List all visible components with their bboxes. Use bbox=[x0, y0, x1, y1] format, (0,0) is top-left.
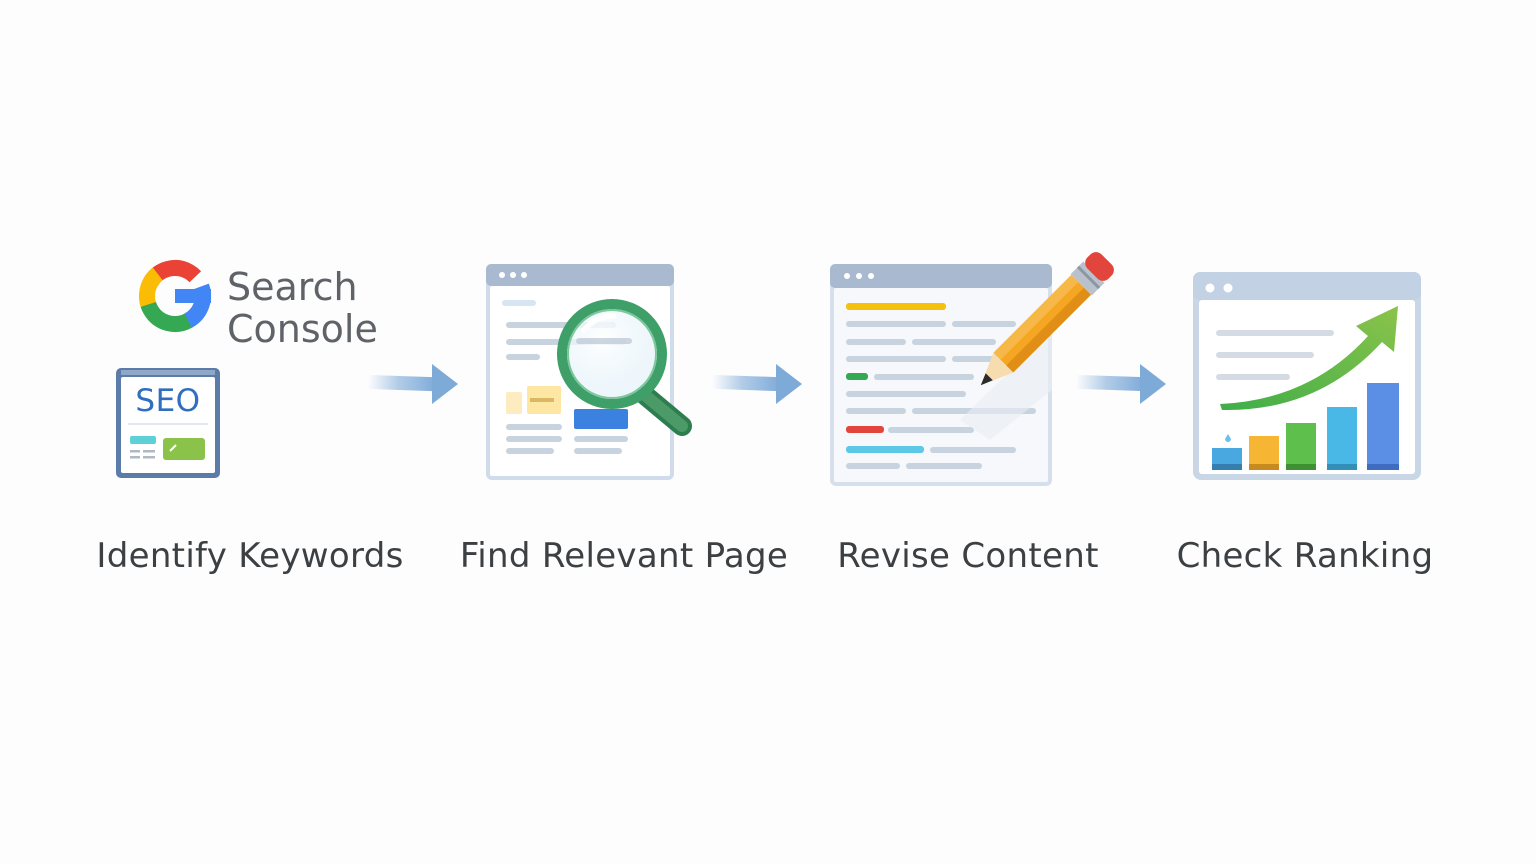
step-label-identify-keywords: Identify Keywords bbox=[96, 536, 404, 576]
step-label-find-relevant-page: Find Relevant Page bbox=[459, 536, 789, 576]
bar-5 bbox=[1367, 383, 1399, 470]
drop-icon bbox=[1225, 434, 1231, 442]
seo-card-icon bbox=[116, 368, 220, 478]
bar-3 bbox=[1286, 423, 1316, 470]
pencil-icon bbox=[980, 252, 1114, 386]
trend-arrow-icon bbox=[1220, 306, 1398, 411]
flow-arrow-1 bbox=[367, 364, 458, 404]
step-label-revise-content: Revise Content bbox=[837, 536, 1099, 576]
growth-chart-window-icon bbox=[1193, 272, 1421, 480]
search-console-logo-text: Search Console bbox=[227, 266, 378, 350]
document-window-icon bbox=[830, 264, 1052, 486]
seo-badge-text: SEO bbox=[135, 383, 201, 419]
logo-line-2: Console bbox=[227, 307, 378, 351]
flow-arrow-2 bbox=[711, 364, 802, 404]
flow-arrow-3 bbox=[1075, 364, 1166, 404]
step-label-check-ranking: Check Ranking bbox=[1176, 536, 1434, 576]
google-logo-icon bbox=[139, 260, 211, 333]
bar-1 bbox=[1212, 448, 1242, 470]
bar-2 bbox=[1249, 436, 1279, 470]
bar-4 bbox=[1327, 407, 1357, 470]
magnifier-icon bbox=[557, 299, 692, 436]
logo-line-1: Search bbox=[227, 265, 358, 309]
